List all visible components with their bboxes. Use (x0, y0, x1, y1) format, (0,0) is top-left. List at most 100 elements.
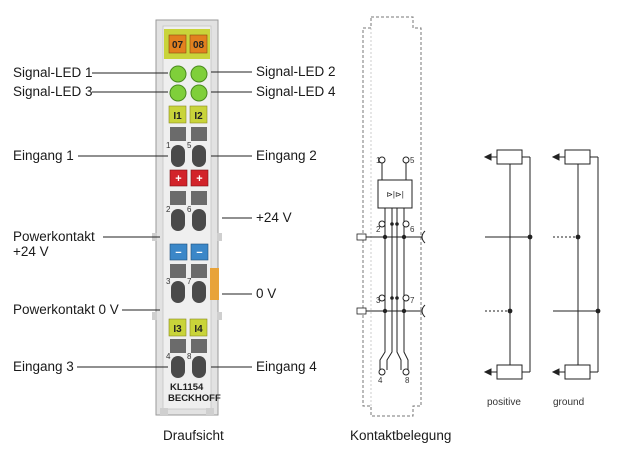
pin-number-3: 3 (376, 296, 381, 305)
input-badge (168, 318, 187, 337)
brand-label: BECKHOFF (168, 393, 221, 404)
label-signal-led-4: Signal-LED 4 (256, 84, 336, 99)
conductor-4b (386, 345, 393, 370)
pin-circle (378, 220, 386, 228)
contact-number-6: 6 (187, 205, 192, 214)
terminal-foot (160, 408, 168, 415)
input-badge (189, 105, 208, 124)
spring-contact (191, 264, 207, 278)
legend-positive: positive (487, 397, 521, 408)
contact-number-8: 8 (187, 352, 192, 361)
wire-hole (171, 145, 185, 167)
arrow-head (483, 153, 492, 161)
pin-number-1: 1 (376, 156, 381, 165)
rail-contact-0v (421, 304, 426, 318)
minus-sign: − (196, 247, 202, 259)
conductor-4 (379, 345, 386, 370)
spring-contact (191, 339, 207, 353)
wire-hole (192, 145, 206, 167)
pin-circle (378, 156, 386, 164)
model-label: KL1154 (170, 382, 204, 393)
pin-circle (402, 368, 410, 376)
label-plus-24v: +24 V (256, 210, 292, 225)
pin-circle (378, 368, 386, 376)
sensor-box (564, 364, 591, 380)
junction-dot (390, 222, 394, 226)
junction-dot (401, 308, 407, 314)
contact-number-4: 4 (166, 352, 171, 361)
junction-dot (527, 234, 533, 240)
terminal-notch (152, 312, 157, 320)
input-badge (189, 318, 208, 337)
wire-hole (192, 356, 206, 378)
schematic-outline (362, 16, 422, 417)
legend-ground: ground (553, 397, 584, 408)
signal-led-4 (190, 84, 208, 102)
signal-led-1 (169, 65, 187, 83)
minus-badge (169, 243, 188, 261)
plus-sign: + (196, 173, 202, 185)
label-signal-led-2: Signal-LED 2 (256, 64, 336, 79)
junction-dot (401, 234, 407, 240)
wire-hole (192, 209, 206, 231)
conductor-8 (403, 345, 409, 370)
input-label-i4: I4 (194, 324, 203, 335)
callouts-right (211, 71, 252, 368)
rail-contact-24v (421, 230, 426, 244)
label-signal-led-1: Signal-LED 1 (13, 65, 93, 80)
contact-number-2: 2 (166, 205, 171, 214)
contact-schematic: ⊳|⊳| (356, 16, 426, 417)
signal-led-3 (169, 84, 187, 102)
terminal-notch (217, 233, 222, 241)
terminal-foot (206, 408, 214, 415)
wire-hole (192, 281, 206, 303)
junction-dot (507, 308, 513, 314)
contact-number-1: 1 (166, 141, 171, 150)
label-powerkontakt-24v: Powerkontakt (13, 229, 95, 244)
label-zero-v: 0 V (256, 286, 276, 301)
junction-dot (395, 296, 399, 300)
pin-number-6: 6 (410, 225, 415, 234)
spring-contact (191, 191, 207, 205)
label-eingang-2: Eingang 2 (256, 148, 317, 163)
junction-dot (595, 308, 601, 314)
pin-number-4: 4 (378, 376, 383, 385)
caption-draufsicht: Draufsicht (163, 428, 224, 443)
spring-contact (170, 191, 186, 205)
arrow-head (483, 368, 492, 376)
wire-hole (171, 356, 185, 378)
label-eingang-4: Eingang 4 (256, 359, 317, 374)
junction-dot (382, 234, 388, 240)
sensor-box (496, 149, 523, 165)
plus-badge (169, 169, 188, 187)
plus-badge (190, 169, 209, 187)
label-eingang-1: Eingang 1 (13, 148, 74, 163)
wiring-positive (483, 149, 531, 380)
sensor-box (496, 364, 523, 380)
contact-number-3: 3 (166, 277, 171, 286)
channel-label-07: 07 (172, 40, 184, 51)
sensor-box (564, 149, 591, 165)
minus-sign: − (175, 247, 181, 259)
junction-dot (395, 222, 399, 226)
arrow-head (551, 153, 560, 161)
contact-number-5: 5 (187, 141, 192, 150)
orange-side-tab (210, 268, 219, 300)
minus-badge (190, 243, 209, 261)
label-powerkontakt-24v-value: +24 V (13, 244, 49, 259)
caption-kontaktbelegung: Kontaktbelegung (350, 428, 451, 443)
pin-circle (402, 220, 410, 228)
wire-hole (171, 281, 185, 303)
terminal-notch (217, 312, 222, 320)
pin-number-7: 7 (410, 296, 415, 305)
label-eingang-3: Eingang 3 (13, 359, 74, 374)
input-label-i1: I1 (173, 111, 182, 122)
spring-contact (170, 264, 186, 278)
junction-dot (382, 308, 388, 314)
rail-terminal-24v (356, 233, 367, 241)
channel-label-08: 08 (193, 40, 205, 51)
pin-number-2: 2 (376, 225, 381, 234)
wire-hole (171, 209, 185, 231)
pin-number-5: 5 (410, 156, 415, 165)
